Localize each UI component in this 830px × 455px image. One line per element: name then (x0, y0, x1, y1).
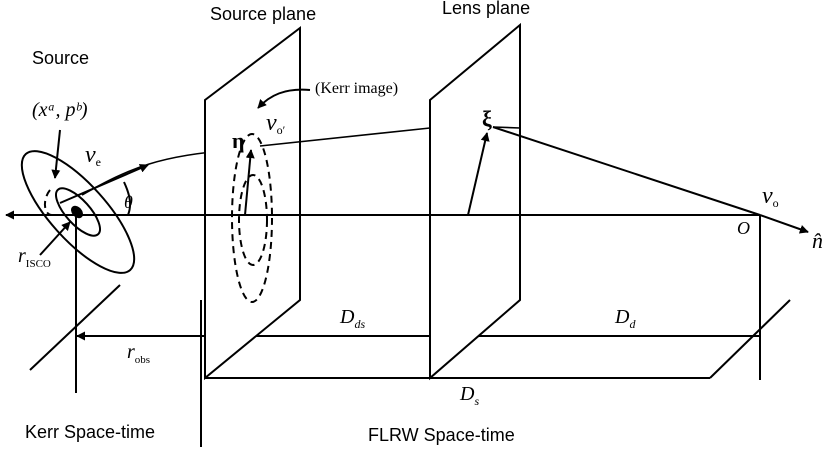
r-obs-label: robs (127, 341, 150, 366)
nu-o-label: νo (762, 183, 779, 210)
source-plane-label: Source plane (210, 4, 316, 24)
optical-axis (5, 210, 809, 234)
light-rays (205, 126, 761, 216)
nu-o-prime-label: νo′ (266, 110, 286, 137)
kerr-spacetime-label: Kerr Space-time (25, 422, 155, 442)
lens-plane-label: Lens plane (442, 0, 530, 18)
nu-e-label: νe (85, 142, 101, 169)
eta-label: η (232, 128, 245, 153)
lens-plane (429, 22, 521, 381)
labels: Source Source plane Lens plane (Kerr ima… (18, 0, 823, 445)
xi-label: ξ (482, 106, 492, 131)
D-d-label: Dd (614, 306, 636, 331)
n-hat-label: n̂ (812, 228, 823, 253)
source-coords-label: (xᵃ, pᵇ) (32, 99, 88, 121)
accretion-disk (20, 129, 236, 274)
D-ds-label: Dds (339, 306, 365, 331)
observer-label: O (737, 218, 750, 238)
D-s-label: Ds (459, 383, 479, 408)
r-isco-label: rISCO (18, 245, 51, 270)
vertical-lines (75, 215, 761, 447)
kerr-image-label: (Kerr image) (315, 80, 398, 97)
source-label: Source (32, 48, 89, 68)
theta-label: θ (124, 192, 133, 212)
flrw-spacetime-label: FLRW Space-time (368, 425, 515, 445)
source-plane (204, 25, 311, 381)
